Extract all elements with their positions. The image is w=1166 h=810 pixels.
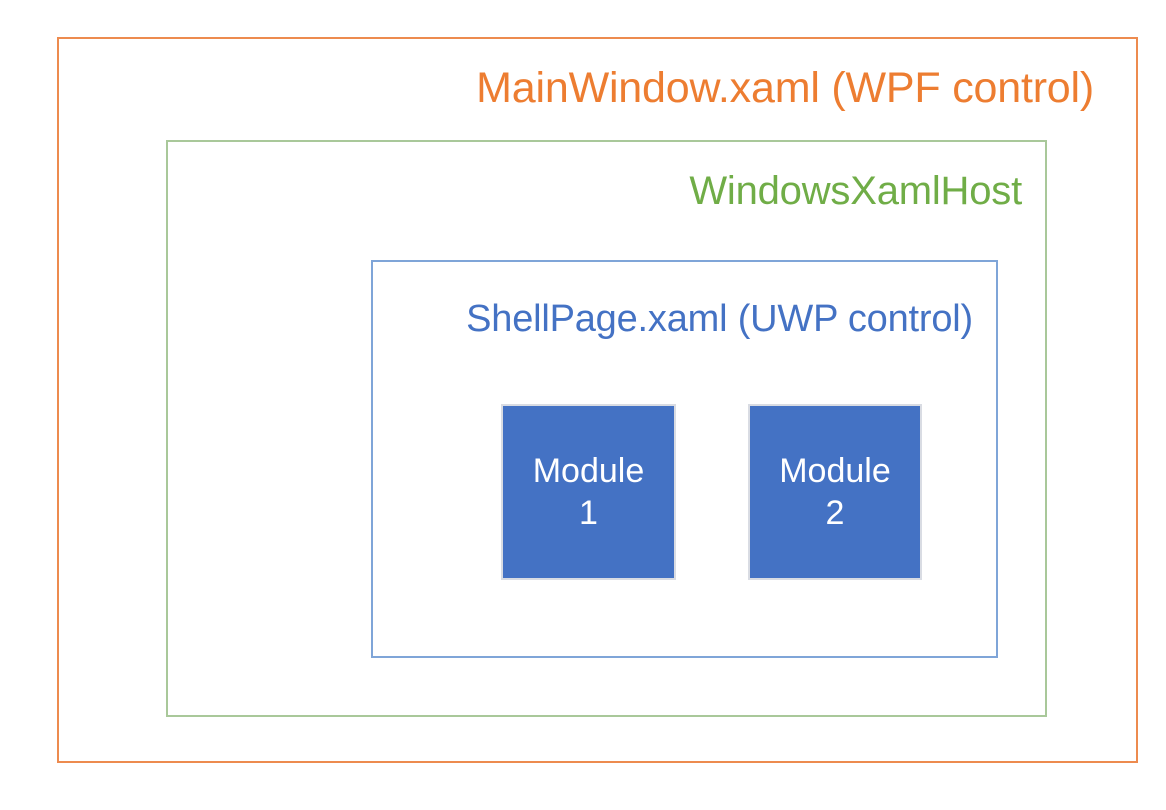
module-block-2: Module 2: [748, 404, 922, 580]
layer-label-shellpage: ShellPage.xaml (UWP control): [466, 298, 973, 340]
layer-label-windowsxamlhost: WindowsXamlHost: [689, 169, 1022, 213]
module-block-1: Module 1: [501, 404, 676, 580]
module-1-label-line2: 1: [579, 494, 598, 532]
layer-box-mainwindow: [57, 37, 1138, 763]
module-1-label-line1: Module: [532, 451, 645, 490]
module-2-label-line2: 2: [825, 494, 845, 532]
layer-box-shellpage: [371, 260, 998, 658]
layer-box-windowsxamlhost: [166, 140, 1047, 717]
layer-label-mainwindow: MainWindow.xaml (WPF control): [476, 64, 1094, 112]
module-2-label-line1: Module: [779, 451, 891, 490]
